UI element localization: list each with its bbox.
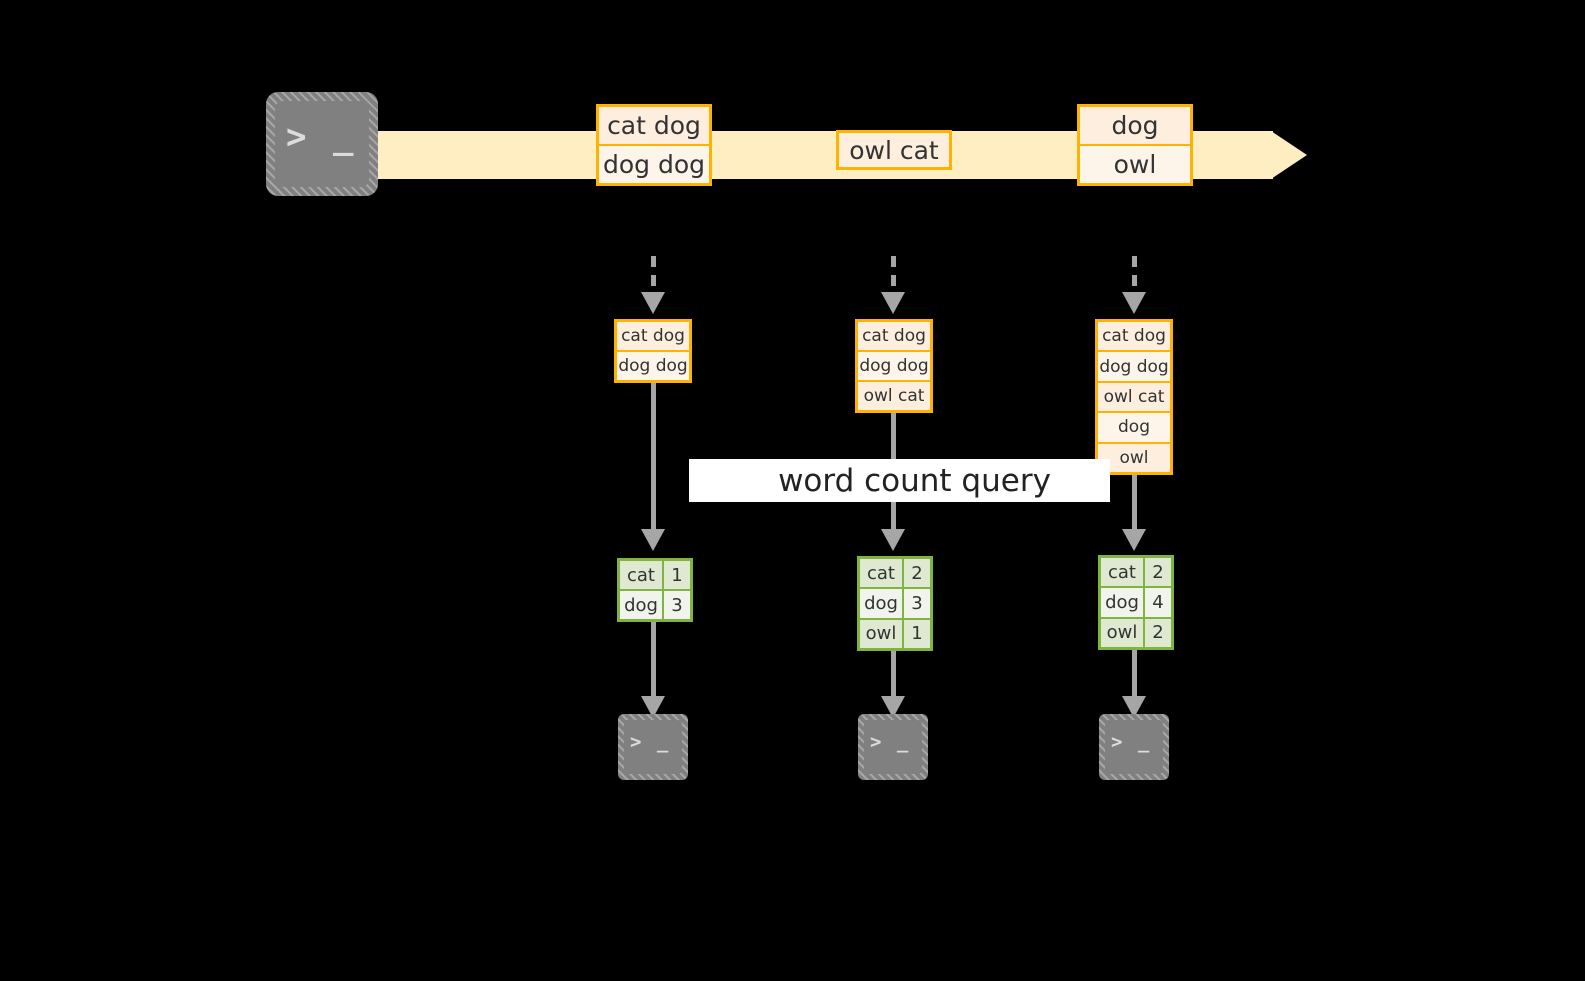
buffer-line: cat dog (858, 322, 930, 352)
query-arrowhead-2 (881, 529, 905, 551)
tap-line-1 (651, 256, 656, 294)
result-word: cat (1101, 558, 1145, 587)
result-word: dog (860, 589, 904, 618)
record-line: dog dog (599, 146, 709, 183)
result-word: owl (1101, 618, 1145, 647)
snapshot-2-buffer[interactable]: cat dog dog dog owl cat (855, 319, 933, 413)
tap-arrowhead-3 (1122, 292, 1146, 314)
buffer-line: owl (1098, 443, 1170, 473)
stream-record-3[interactable]: dog owl (1077, 104, 1193, 186)
result-word: dog (1101, 588, 1145, 617)
result-word: cat (620, 561, 664, 589)
record-line: owl (1080, 146, 1190, 183)
result-word: owl (860, 619, 904, 648)
buffer-line: cat dog (617, 322, 689, 352)
tap-arrowhead-2 (881, 292, 905, 314)
table-row: dog 3 (860, 589, 930, 620)
sink-arrowhead-2 (881, 696, 905, 718)
buffer-line: dog dog (1098, 352, 1170, 383)
result-count: 1 (664, 561, 690, 589)
query-arrowhead-3 (1122, 529, 1146, 551)
terminal-prompt-glyph: > _ (630, 731, 671, 753)
sink-arrowhead-3 (1122, 696, 1146, 718)
result-count: 3 (904, 589, 930, 618)
result-count: 2 (1145, 558, 1171, 587)
query-arrowhead-1 (641, 529, 665, 551)
snapshot-1-results[interactable]: cat 1 dog 3 (617, 558, 693, 622)
buffer-line: owl cat (1098, 382, 1170, 414)
result-count: 3 (664, 591, 690, 619)
table-row: cat 1 (620, 561, 690, 591)
snapshot-1-sink-terminal-icon[interactable]: > _ (618, 714, 688, 780)
snapshot-3-sink-terminal-icon[interactable]: > _ (1099, 714, 1169, 780)
terminal-prompt-glyph: > _ (286, 117, 357, 157)
sink-line-1 (651, 622, 656, 698)
table-row: owl 1 (860, 619, 930, 648)
source-terminal-icon[interactable]: > _ (266, 92, 378, 196)
sink-line-3 (1132, 650, 1137, 698)
terminal-prompt-glyph: > _ (870, 731, 911, 753)
buffer-line: dog dog (858, 352, 930, 382)
stream-arrowhead (1271, 131, 1307, 179)
result-count: 4 (1145, 588, 1171, 617)
terminal-screen (1105, 720, 1163, 774)
table-row: cat 2 (860, 559, 930, 590)
result-count: 1 (904, 619, 930, 648)
terminal-screen (864, 720, 922, 774)
tap-line-3 (1132, 256, 1137, 294)
query-label: word count query (778, 462, 1051, 499)
table-row: owl 2 (1101, 618, 1171, 647)
buffer-line: dog dog (617, 352, 689, 380)
buffer-line: cat dog (1098, 322, 1170, 353)
terminal-screen (275, 101, 369, 187)
buffer-line: owl cat (858, 382, 930, 410)
snapshot-2-sink-terminal-icon[interactable]: > _ (858, 714, 928, 780)
result-word: dog (620, 591, 664, 619)
table-row: cat 2 (1101, 558, 1171, 589)
result-count: 2 (1145, 618, 1171, 647)
snapshot-1-buffer[interactable]: cat dog dog dog (614, 319, 692, 383)
table-row: dog 3 (620, 591, 690, 619)
query-line-1 (651, 383, 656, 531)
stream-record-2[interactable]: owl cat (836, 130, 952, 170)
snapshot-3-results[interactable]: cat 2 dog 4 owl 2 (1098, 555, 1174, 650)
terminal-screen (624, 720, 682, 774)
record-line: cat dog (599, 107, 709, 146)
query-label-band: word count query (689, 459, 1110, 502)
snapshot-3-buffer[interactable]: cat dog dog dog owl cat dog owl (1095, 319, 1173, 475)
record-line: owl cat (839, 133, 949, 167)
tap-arrowhead-1 (641, 292, 665, 314)
terminal-prompt-glyph: > _ (1111, 731, 1152, 753)
sink-line-2 (891, 651, 896, 698)
tap-line-2 (891, 256, 896, 294)
sink-arrowhead-1 (641, 696, 665, 718)
result-count: 2 (904, 559, 930, 588)
buffer-line: dog (1098, 413, 1170, 444)
snapshot-2-results[interactable]: cat 2 dog 3 owl 1 (857, 556, 933, 651)
record-line: dog (1080, 107, 1190, 146)
result-word: cat (860, 559, 904, 588)
table-row: dog 4 (1101, 588, 1171, 619)
query-line-3 (1132, 475, 1137, 531)
stream-record-1[interactable]: cat dog dog dog (596, 104, 712, 186)
